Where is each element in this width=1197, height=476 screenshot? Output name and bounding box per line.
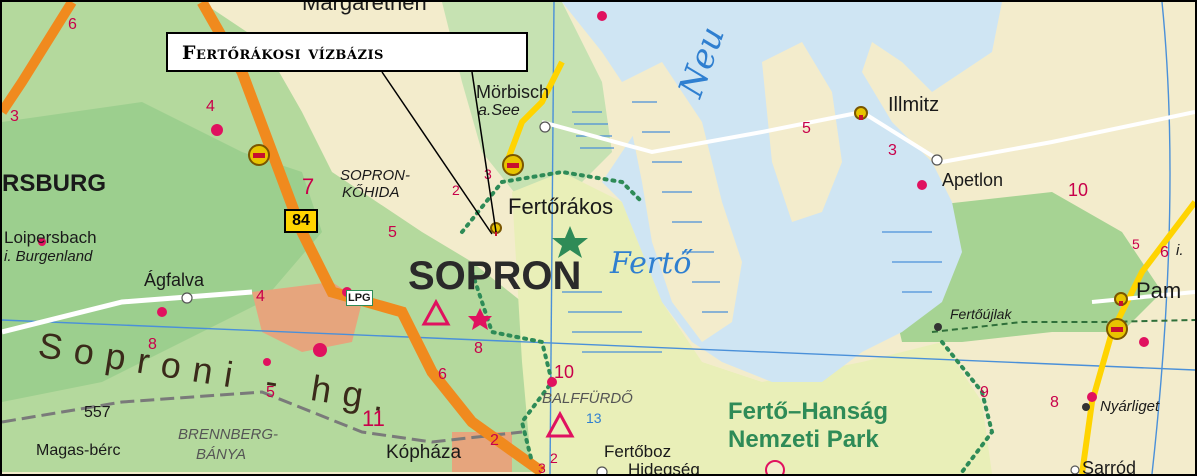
road-white-2 xyxy=(541,110,863,155)
distance-label: 2 xyxy=(550,450,558,466)
point-of-interest-icon xyxy=(765,460,785,474)
distance-label: 11 xyxy=(362,406,385,431)
distance-label: 4 xyxy=(206,98,215,115)
toll-icon xyxy=(1114,292,1128,306)
distance-label: 5 xyxy=(1132,236,1140,252)
label-sopron-kohida-1: SOPRON- xyxy=(340,167,411,184)
distance-label: 3 xyxy=(888,142,897,159)
label-hidegseg: Hidegség xyxy=(628,460,700,476)
route-84-label: 84 xyxy=(292,212,310,229)
distance-label: 5 xyxy=(266,384,275,401)
label-a-see: a.See xyxy=(478,102,520,119)
distance-label: 9 xyxy=(980,384,989,401)
road-white-3 xyxy=(860,110,1195,165)
label-fertoujlak: Fertőújlak xyxy=(950,306,1012,322)
label-sopron-kohida-2: KŐHIDA xyxy=(342,184,400,201)
distance-label: 2 xyxy=(490,432,499,449)
label-margarethen: Margarethen xyxy=(302,0,427,15)
road-nodes xyxy=(934,323,1090,411)
toll-icon xyxy=(502,154,524,176)
label-balffurdo: BALFFÜRDŐ xyxy=(542,390,633,407)
label-burgenland: i. Burgenland xyxy=(4,248,93,265)
label-apetlon: Apetlon xyxy=(942,170,1004,190)
distance-label: 10 xyxy=(554,362,575,382)
distance-label: 3 xyxy=(10,108,19,125)
route-shield-icon: 84 xyxy=(284,209,318,233)
distance-label: 7 xyxy=(302,174,315,199)
road-yellow-north xyxy=(504,60,565,164)
distance-label: 8 xyxy=(474,340,483,357)
distance-label: 4 xyxy=(256,288,265,305)
distance-label: 5 xyxy=(388,224,397,241)
toll-icon xyxy=(1106,318,1128,340)
motorway-84 xyxy=(197,2,546,474)
reed-hatch xyxy=(562,101,942,353)
label-ferto-hansag-2: Nemzeti Park xyxy=(728,426,879,453)
label-loipersbach: Loipersbach xyxy=(4,228,97,247)
road-white-1 xyxy=(2,289,253,335)
label-rsburg: RSBURG xyxy=(2,170,107,197)
reed-marsh-2 xyxy=(762,42,842,222)
label-height-557: 557 xyxy=(84,404,111,421)
label-kophaza: Kópháza xyxy=(386,442,462,463)
national-park-area xyxy=(512,172,992,474)
distance-label: 2 xyxy=(452,182,460,198)
label-ferto-hansag-1: Fertő–Hanság xyxy=(728,398,889,425)
label-magas-berc: Magas-bérc xyxy=(36,442,121,459)
label-route-i: i. xyxy=(1176,242,1184,259)
state-border xyxy=(2,390,523,444)
callout-box: Fertőrákosi vízbázis xyxy=(166,32,528,72)
toll-icon xyxy=(248,144,270,166)
place-dots xyxy=(181,121,1080,474)
label-sarrod: Sarród xyxy=(1082,458,1137,476)
distance-label: 6 xyxy=(1160,244,1169,261)
toll-icon xyxy=(854,106,868,120)
distance-label: 6 xyxy=(438,366,447,383)
national-park-border xyxy=(460,169,995,474)
label-morbisch: Mörbisch xyxy=(476,82,550,102)
label-nyarliget: Nyárliget xyxy=(1100,398,1160,415)
star-icon-red xyxy=(468,308,492,330)
label-agfalva: Ágfalva xyxy=(144,270,205,290)
campsite-icon-2 xyxy=(545,410,575,438)
label-brennberg-2: BÁNYA xyxy=(196,446,247,463)
distance-label: 13 xyxy=(586,410,602,426)
motorway-orange xyxy=(2,2,77,115)
distance-label: 3 xyxy=(538,460,546,476)
callout-title: Fertőrákosi vízbázis xyxy=(182,42,384,64)
distance-label: 10 xyxy=(1068,180,1089,200)
distance-label: 8 xyxy=(1050,394,1059,411)
distance-label: 6 xyxy=(68,16,77,33)
label-ferto: Fertő xyxy=(610,246,692,281)
label-sopron: SOPRON xyxy=(408,254,582,298)
label-fertoboz: Fertőboz xyxy=(604,442,672,461)
forest-area-hills xyxy=(2,102,322,402)
label-brennberg-1: BRENNBERG- xyxy=(178,426,279,443)
distance-label: 8 xyxy=(148,336,157,353)
star-icon xyxy=(552,226,588,258)
label-lpg: LPG xyxy=(346,290,373,306)
distance-label: 5 xyxy=(802,120,811,137)
road-white-4 xyxy=(1091,290,1195,304)
label-fertorakos: Fertőrákos xyxy=(508,194,614,219)
border-east xyxy=(931,319,1195,333)
label-illmitz: Illmitz xyxy=(888,94,940,116)
label-pam: Pam xyxy=(1136,278,1182,303)
campsite-icon xyxy=(421,298,451,326)
